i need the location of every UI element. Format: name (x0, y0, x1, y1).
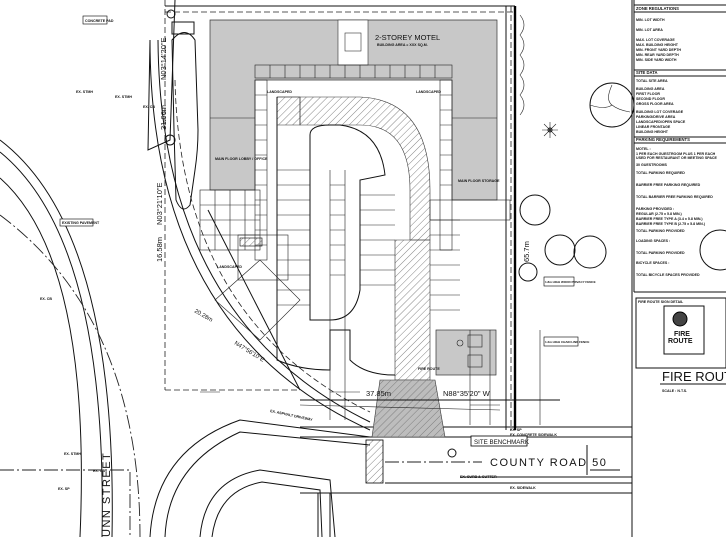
west-bearing-2: N03°21'10"E (155, 182, 164, 225)
zone-row: MIN. LOT WIDTH (636, 18, 665, 22)
west-length-1: 31.66m (159, 105, 168, 130)
sign-text: ROUTE (668, 338, 693, 345)
parking-row: TOTAL PARKING PROVIDED (636, 229, 685, 233)
parking-row: 1 PER EACH GUESTROOM PLUS 1 PER EACH (636, 152, 716, 156)
site-row: BUILDING AREA (636, 87, 665, 91)
ex-asphalt-label: EX. ASPHALT DRIVEWAY (270, 409, 314, 422)
parking-row: TOTAL PARKING PROVIDED (636, 251, 685, 255)
existing-pavement-callout: EXISTING PAVEMENT (59, 218, 100, 227)
title-block-frame (631, 0, 726, 537)
parking-row: TOTAL PARKING REQUIRED (636, 171, 685, 175)
zone-row: MIN. LOT AREA (636, 28, 663, 32)
fence-callout: 1.8m HIGH WOOD PRIVACY FENCE 1.2m HIGH C… (543, 276, 596, 347)
south-bearing: N88°35'20" W (443, 389, 491, 398)
zone-row: MIN. SIDE YARD WIDTH (636, 58, 677, 62)
parking-row: BARRIER FREE TYPE A (3.4 x 5.8 MIN.) (636, 217, 703, 221)
zone-row: MIN. FRONT YARD DEPTH (636, 48, 681, 52)
site-row: FIRST FLOOR (636, 92, 660, 96)
street-label: UNN STREET (101, 452, 113, 537)
zone-row: MAX. LOT COVERAGE (636, 38, 675, 42)
county-road-label: COUNTY ROAD 50 (490, 457, 607, 469)
site-row: BUILDING HEIGHT (636, 130, 669, 134)
site-heading: SITE DATA (636, 70, 657, 75)
parking-row: BARRIER FREE TYPE B (2.75 x 5.8 MIN.) (636, 222, 706, 226)
ex-cb-label: EX. CB (143, 105, 155, 109)
ex-cb-label: EX. CB (93, 469, 105, 473)
fence-note: 1.8m HIGH WOOD PRIVACY FENCE (545, 280, 596, 284)
west-bearing-1: N03°14'20"E (159, 37, 168, 80)
site-row: SECOND FLOOR (636, 97, 665, 101)
site-row: LINEAR FRONTAGE (636, 125, 671, 129)
landscaped-label: LANDSCAPED (416, 90, 441, 94)
building-title: 2-STOREY MOTEL (375, 33, 440, 42)
zone-regulations-table: ZONE REGULATIONS MIN. LOT WIDTH MIN. LOT… (636, 6, 681, 62)
ex-stmh-label: EX. STMH (115, 95, 132, 99)
ex-sp-label: EX. SP (58, 487, 70, 491)
parking-row: PARKING PROVIDED : (636, 207, 674, 211)
site-data-table: SITE DATA TOTAL SITE AREA BUILDING AREA … (636, 70, 686, 134)
site-benchmark-label: SITE BENCHMARK (474, 439, 530, 446)
site-benchmark-callout: SITE BENCHMARK (470, 435, 530, 447)
lobby-label: MAIN FLOOR LOBBY / OFFICE (215, 157, 268, 161)
parking-row: BARRIER FREE PARKING REQUIRED (636, 183, 701, 187)
south-length: 37.85m (366, 389, 391, 398)
east-length: 65.7m (522, 241, 531, 262)
zone-heading: ZONE REGULATIONS (636, 6, 679, 11)
parking-requirements-table: PARKING REQUIREMENTS MOTEL : 1 PER EACH … (636, 137, 718, 277)
site-row: TOTAL SITE AREA (636, 79, 668, 83)
site-row: PARKING/DRIVE AREA (636, 115, 676, 119)
property-lines (164, 0, 517, 430)
parking-row: BICYCLE SPACES : (636, 261, 669, 265)
concrete-pad-label: CONCRETE PAD (85, 19, 114, 23)
sign-text: FIRE (674, 331, 690, 338)
ex-sp-label: EX. SP (510, 428, 522, 432)
parking-area (200, 97, 560, 425)
concrete-pad-callout: CONCRETE PAD (82, 15, 114, 25)
diag-bearing: N47°56'10"E (233, 341, 265, 364)
parking-row: TOTAL BARRIER FREE PARKING REQUIRED (636, 195, 713, 199)
landscaped-label: LANDSCAPED (267, 90, 292, 94)
fire-route-note: FIRE ROUTE (418, 367, 440, 371)
parking-row: TOTAL BICYCLE SPACES PROVIDED (636, 273, 700, 277)
parking-row: USED FOR RESTAURANT OR MEETING SPACE (636, 156, 718, 160)
ex-sidewalk-label: EX. SIDEWALK (510, 486, 536, 490)
zone-row: MIN. REAR YARD DEPTH (636, 53, 679, 57)
county-road-linework (300, 426, 632, 537)
detail-scale: SCALE : N.T.S. (662, 389, 687, 393)
fence-note-2: 1.2m HIGH CHAIN LINK FENCE (545, 340, 589, 344)
island (164, 9, 199, 210)
fire-route-driveway (276, 96, 446, 438)
west-length-2: 16.58m (155, 237, 164, 262)
site-row: BUILDING LOT COVERAGE (636, 110, 684, 114)
site-row: GROSS FLOOR AREA (636, 102, 674, 106)
building-subtitle: BUILDING AREA = XXX SQ.M. (377, 43, 428, 47)
ex-stmh-label: EX. STMH (64, 452, 81, 456)
landscaped-label: LANDSCAPED (217, 265, 242, 269)
ex-cb-label: EX. CB (40, 297, 52, 301)
storage-label: MAIN FLOOR STORAGE (458, 179, 500, 183)
site-row: LANDSCAPED/OPEN SPACE (636, 120, 686, 124)
existing-pavement-label: EXISTING PAVEMENT (62, 221, 100, 225)
parking-row: REGULAR (2.75 x 5.8 MIN.) (636, 212, 683, 216)
street-linework (0, 0, 371, 537)
parking-heading: PARKING REQUIREMENTS (636, 137, 690, 142)
walkway-grid (199, 64, 511, 261)
fire-detail-heading: FIRE ROUTE SIGN DETAIL (638, 300, 684, 304)
diag-length: 20.28m (193, 309, 213, 324)
ex-conc-sidewalk-label: EX. CONCRETE SIDEWALK (510, 433, 557, 437)
detail-title: FIRE ROUT (662, 369, 726, 384)
parking-row: 30 GUESTROOMS (636, 163, 668, 167)
parking-row: LOADING SPACES : (636, 239, 670, 243)
parking-row: MOTEL : (636, 147, 651, 151)
ex-curb-label: EX. CURB & GUTTER (460, 475, 497, 479)
ex-stmh-label: EX. STMH (76, 90, 93, 94)
fire-route-sign-detail: FIRE ROUTE SIGN DETAIL FIRE ROUTE FIRE R… (638, 300, 726, 393)
zone-row: MAX. BUILDING HEIGHT (636, 43, 679, 47)
